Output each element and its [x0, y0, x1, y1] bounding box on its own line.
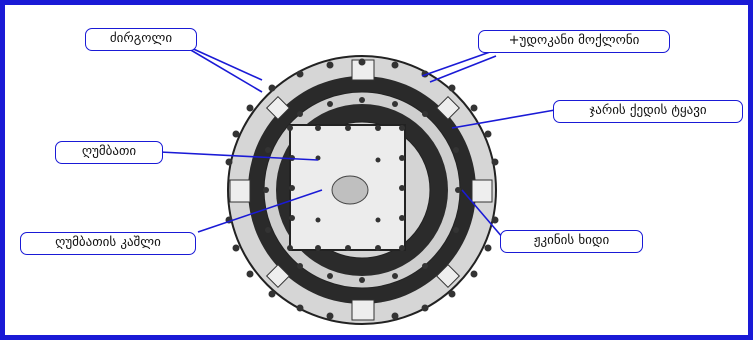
label-rim: ძირგოლი: [85, 28, 197, 51]
label-leather-band: ჟკინის ხიდი: [500, 230, 643, 253]
label-boss-base: ღუმბათის კაშლი: [20, 232, 196, 255]
shield-illustration: [226, 56, 499, 324]
label-shield-outer-ring: ჯარის ქედის ტყავი: [553, 100, 743, 123]
leader-rim-2: [184, 46, 262, 92]
label-tudo-border: +უდოკანი მოქლონი: [478, 30, 670, 53]
shield-boss-center: [332, 176, 368, 204]
label-boss: ღუმბათი: [55, 141, 163, 164]
